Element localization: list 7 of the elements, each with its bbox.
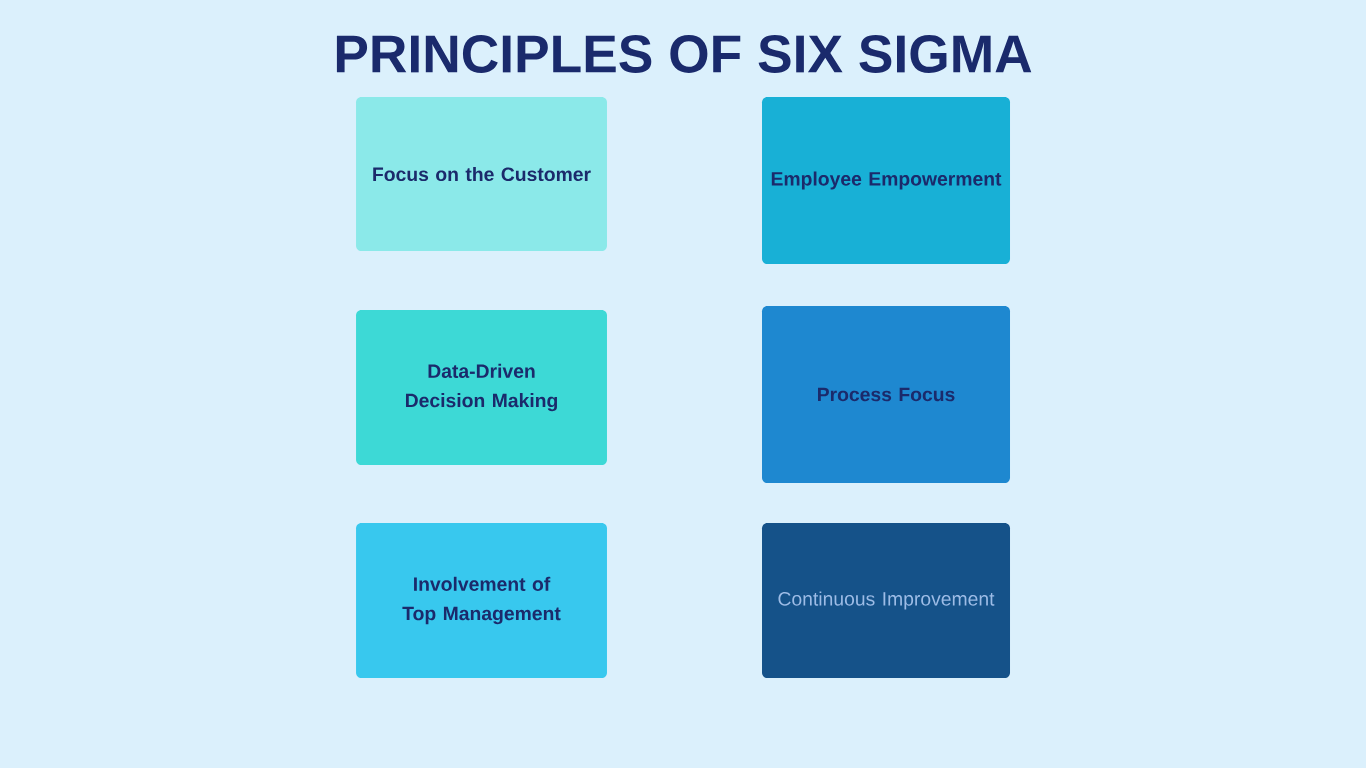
principle-box: Continuous Improvement xyxy=(762,523,1010,678)
principle-box: Involvement of Top Management xyxy=(356,523,607,678)
principle-box: Process Focus xyxy=(762,305,1010,484)
title: PRINCIPLES OF SIX SIGMA xyxy=(336,35,1032,73)
principle-box: Employee Empowerment xyxy=(762,97,1010,264)
principle-box: Focus on the Customer xyxy=(356,97,607,251)
principle-box: Data-Driven Decision Making xyxy=(356,310,607,465)
